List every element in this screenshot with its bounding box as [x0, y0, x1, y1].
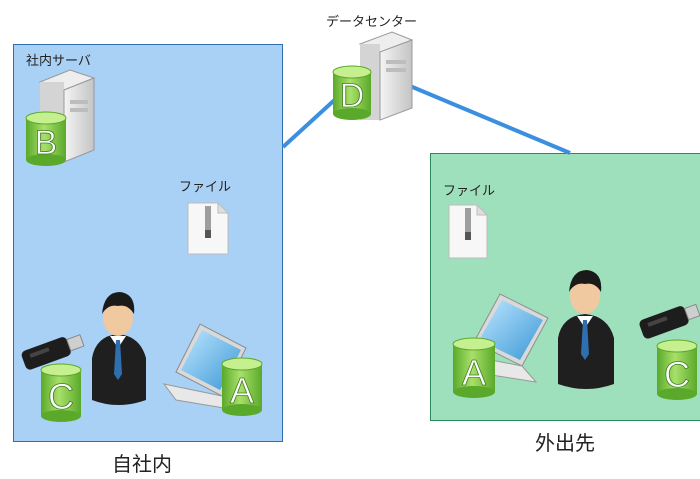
datacenter-label: データセンター	[326, 15, 418, 30]
office-usb-icon	[21, 334, 85, 370]
remote-laptop-storage-letter: A	[462, 352, 486, 393]
remote-caption: 外出先	[535, 431, 595, 455]
link-office-datacenter	[281, 93, 342, 149]
office-laptop-storage-letter: A	[230, 370, 254, 411]
remote-file-label: ファイル	[443, 184, 496, 199]
office-server-storage-icon	[25, 111, 67, 166]
remote-laptop-storage-icon	[452, 337, 496, 398]
remote-person-icon	[558, 270, 614, 389]
office-laptop-storage-icon	[221, 357, 263, 416]
office-file-label: ファイル	[179, 180, 232, 195]
datacenter-storage-letter: D	[340, 77, 365, 115]
office-person-icon	[92, 292, 146, 405]
datacenter-server-icon	[358, 31, 414, 121]
office-server-storage-letter: B	[35, 124, 58, 162]
datacenter-storage-icon	[332, 65, 372, 120]
office-usb-storage-letter: C	[48, 376, 74, 417]
remote-usb-storage-letter: C	[664, 354, 690, 395]
office-usb-storage-icon	[40, 363, 82, 422]
remote-usb-icon	[639, 303, 700, 339]
office-file-icon	[187, 201, 230, 255]
remote-file-icon	[448, 203, 489, 259]
remote-usb-storage-icon	[656, 339, 698, 400]
link-datacenter-remote	[409, 84, 571, 155]
office-server-label: 社内サーバ	[26, 54, 91, 69]
office-caption: 自社内	[112, 452, 172, 476]
